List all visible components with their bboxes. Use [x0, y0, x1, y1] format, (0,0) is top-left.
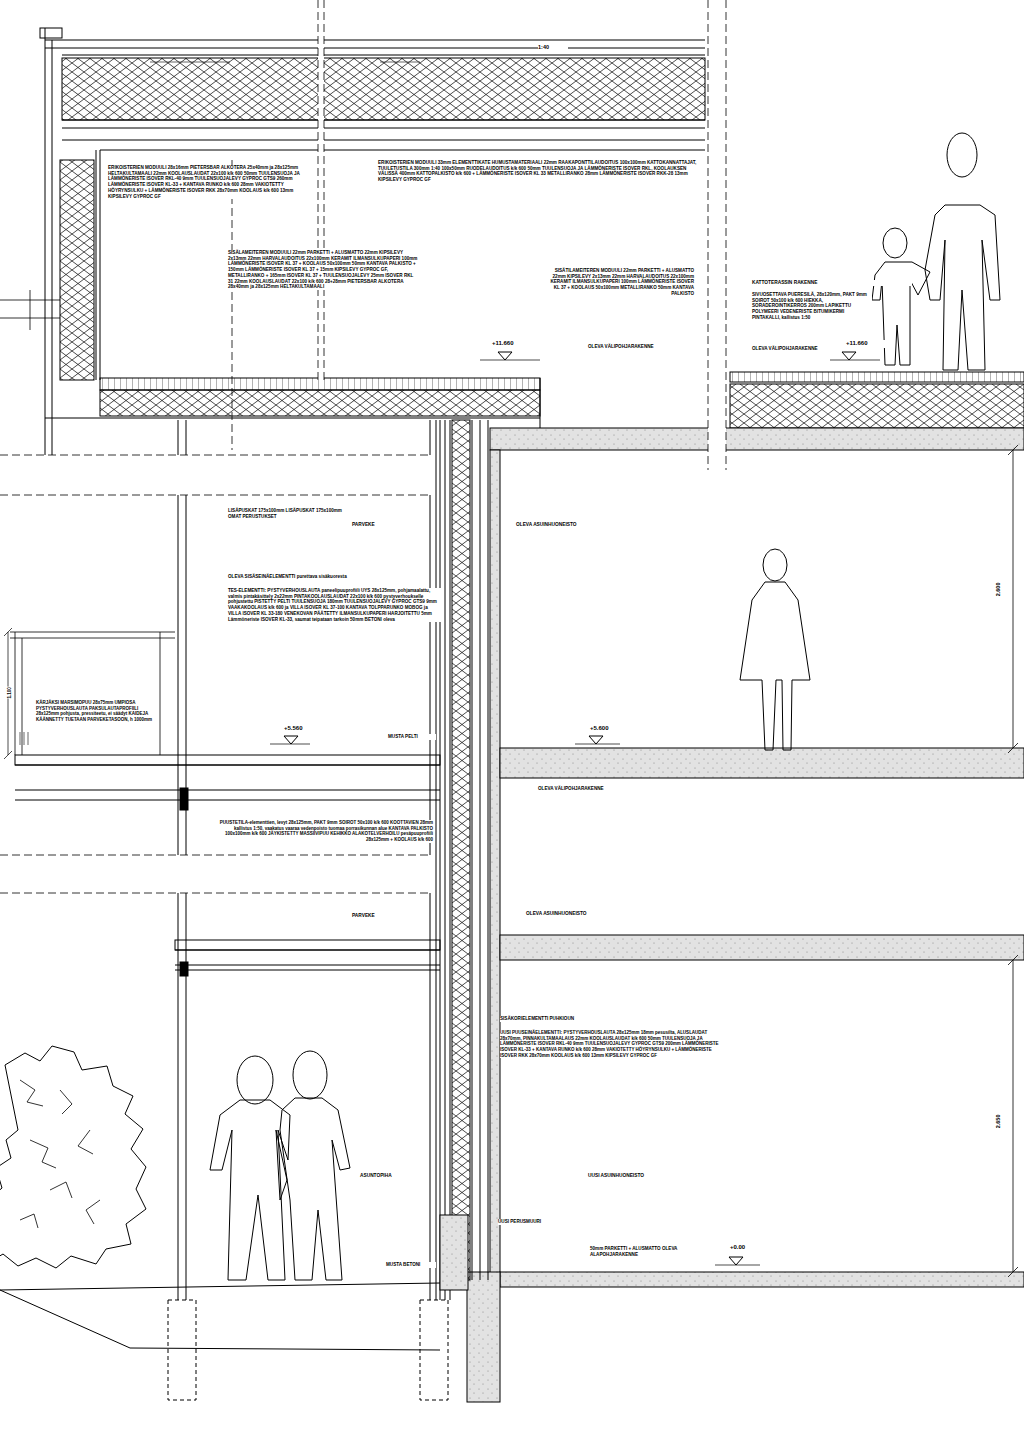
note: UUSI PERUSMUURI	[498, 1219, 578, 1225]
heading-note: SISÄKORIELEMENTTI PUHKIOUN	[500, 1016, 650, 1022]
note: 50mm PARKETTI + ALUSMATTO OLEVA ALAPOHJA…	[590, 1246, 700, 1257]
room-name: ASUNTOPIHA	[360, 1173, 420, 1179]
spec-note: PUUSTETILA-elementtien, levyt 28x125mm, …	[218, 820, 433, 843]
level-mark: +5.600	[590, 725, 630, 733]
spec-note: OLEVA SISÄSEINÄELEMENTTI purettava sisäk…	[228, 574, 418, 580]
scale-note: 1:40	[538, 44, 568, 51]
note: MUSTA PELTI	[388, 734, 436, 740]
level-mark: +11.660	[846, 340, 886, 348]
heading-note: KATTOTERASSIN RAKENNE	[752, 280, 912, 286]
level-mark: +0.00	[730, 1244, 770, 1252]
spec-note: SISÄLAMEITEREN MODUULI 22mm PARKETTI + A…	[228, 250, 418, 290]
note: OLEVA VÄLIPOHJARAKENNE	[588, 344, 698, 350]
room-name: OLEVA ASUINHUONEISTO	[516, 522, 626, 528]
dimension: 1.100	[7, 687, 13, 699]
level-mark: +5.560	[284, 725, 324, 733]
note: OLEVA VÄLIPOHJARAKENNE	[538, 786, 658, 792]
spec-note: LISÄPUSKAT 175x100mm LISÄPUSKAT 175x100m…	[228, 508, 348, 519]
room-name: PARVEKE	[352, 522, 402, 528]
spec-note: KÄRJÄKSI MARSIMOPUU 28x75mm UMPIOSA PYST…	[36, 700, 156, 723]
spec-note: SISÄTILAMEITEREN MODUULI 22mm PARKETTI +…	[548, 268, 694, 297]
spec-note: ERIKOISTERIEN MODUULI 33mm ELEMENTTIKATE…	[378, 160, 703, 183]
note: MUSTA BETONI	[386, 1262, 436, 1268]
room-name: UUSI ASUINHUONEISTO	[588, 1173, 698, 1179]
spec-note: ERIKOISTERIEN MODUULI 28x16mm PIETERSBAR…	[108, 165, 313, 199]
note: OLEVA VÄLIPOHJARAKENNE	[752, 346, 832, 352]
spec-note: TES-ELEMENTTI: PYSTYVERHOUSLAUTA paneeli…	[228, 588, 442, 622]
spec-note: UUSI PUUSEINÄELEMENTTI: PYSTYVERHOUSLAUT…	[500, 1030, 720, 1058]
dimension: 2.650	[995, 1115, 1002, 1129]
level-mark: +11.660	[492, 340, 532, 348]
room-name: PARVEKE	[352, 913, 402, 919]
dimension: 2.600	[995, 583, 1002, 597]
spec-note: SIVUOSETTAVA PUERESILÄ, 28x120mm, PAKT 9…	[752, 292, 872, 321]
room-name: OLEVA ASUINHUONEISTO	[526, 911, 636, 917]
